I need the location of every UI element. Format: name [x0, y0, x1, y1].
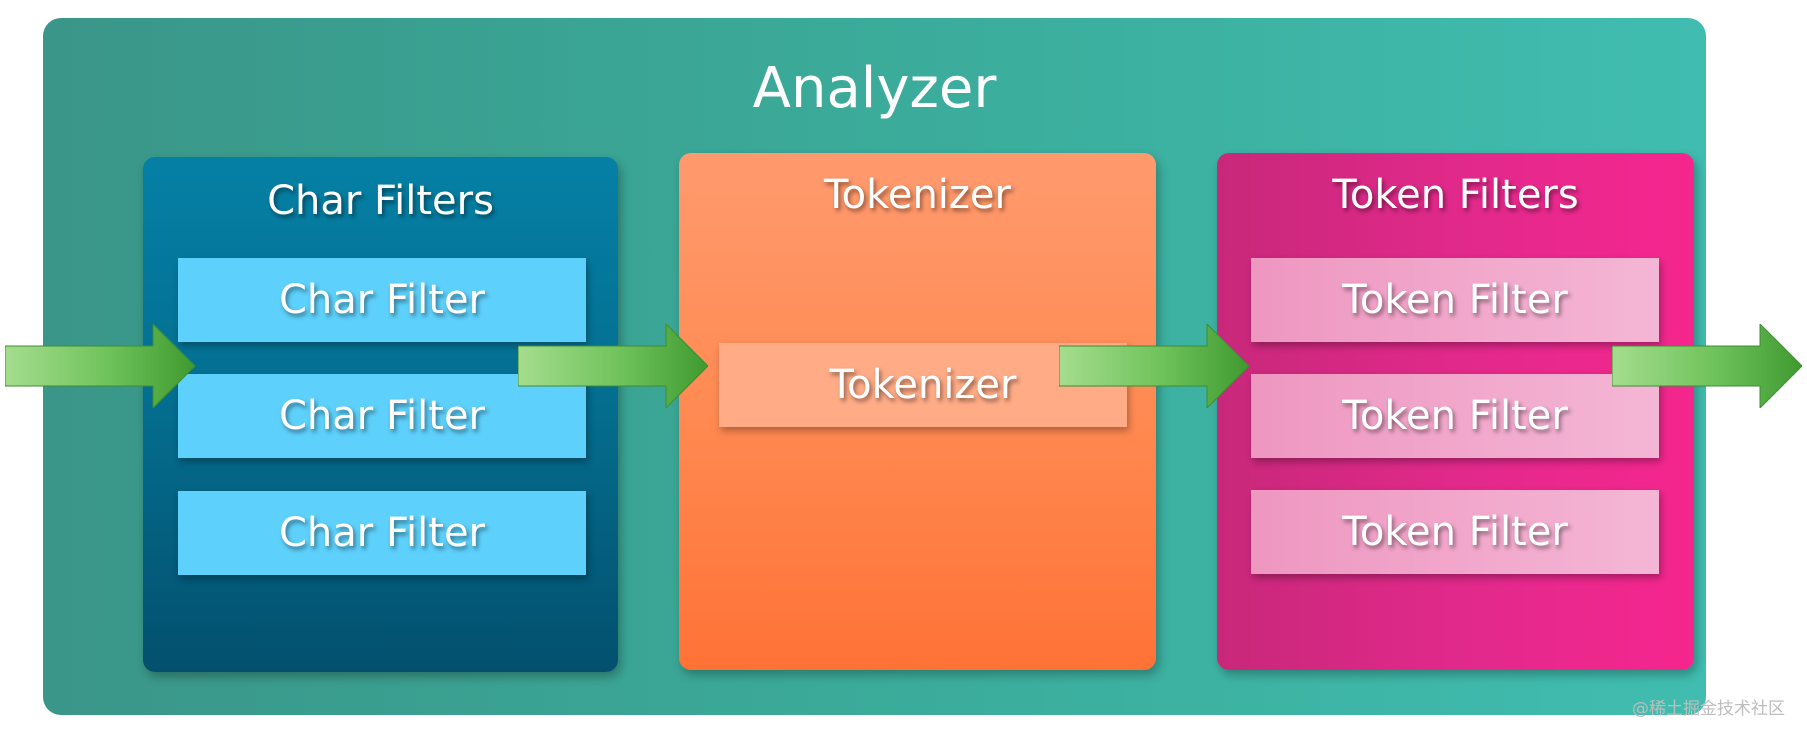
token-filter-box: Token Filter: [1251, 258, 1659, 342]
token-filter-box: Token Filter: [1251, 490, 1659, 574]
token-filters-title: Token Filters: [1332, 172, 1579, 218]
analyzer-container: Analyzer Char Filters Char Filter Char F…: [43, 18, 1706, 715]
char-filter-box: Char Filter: [178, 258, 586, 342]
char-filter-box: Char Filter: [178, 374, 586, 458]
char-to-tokenizer-arrow-icon: [518, 324, 708, 408]
watermark: @稀土掘金技术社区: [1632, 699, 1785, 719]
char-filter-box: Char Filter: [178, 491, 586, 575]
output-arrow-icon: [1612, 324, 1802, 408]
tokenizer-box: Tokenizer: [719, 343, 1127, 427]
char-filters-stage: Char Filters Char Filter Char Filter Cha…: [143, 157, 618, 672]
tokenizer-to-token-filters-arrow-icon: [1059, 324, 1249, 408]
tokenizer-stage-title: Tokenizer: [824, 172, 1011, 218]
token-filter-box: Token Filter: [1251, 374, 1659, 458]
input-arrow-icon: [5, 324, 195, 408]
token-filters-stage: Token Filters Token Filter Token Filter …: [1217, 153, 1694, 670]
char-filters-title: Char Filters: [267, 178, 494, 224]
tokenizer-stage: Tokenizer Tokenizer: [679, 153, 1156, 670]
analyzer-title: Analyzer: [752, 56, 997, 121]
